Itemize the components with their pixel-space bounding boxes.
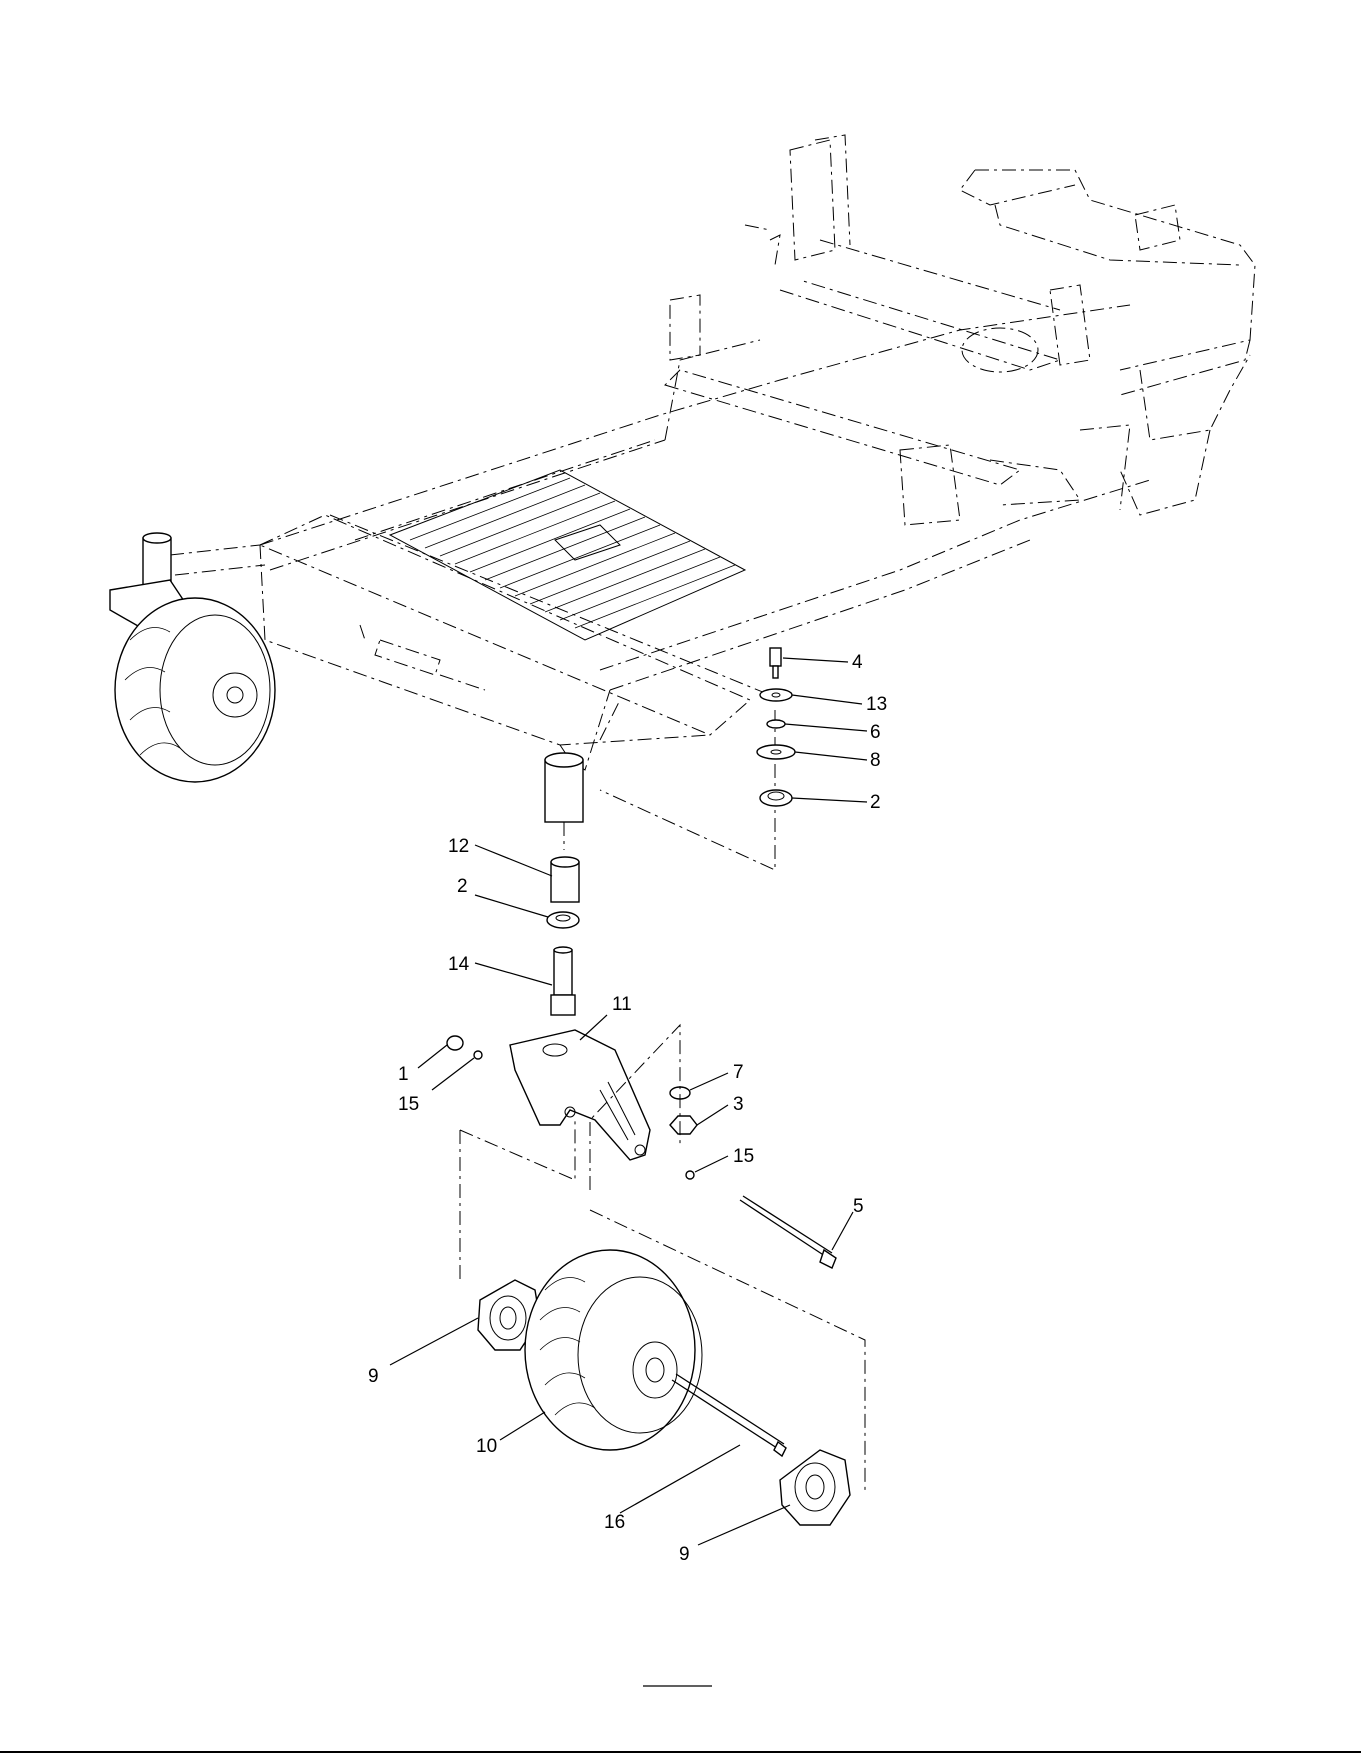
callout-13: 13 bbox=[866, 694, 887, 715]
callout-15-right: 15 bbox=[733, 1146, 754, 1167]
callout-15-left: 15 bbox=[398, 1094, 419, 1115]
callout-3: 3 bbox=[733, 1094, 744, 1115]
part-axle-bolt-5 bbox=[740, 1196, 836, 1268]
callout-5: 5 bbox=[853, 1196, 864, 1217]
part-caster-fork-11 bbox=[510, 1030, 650, 1160]
part-hub-cap-right bbox=[780, 1450, 850, 1525]
mower-frame bbox=[170, 135, 1255, 770]
part-nut-3 bbox=[670, 1116, 697, 1134]
part-washer-13 bbox=[760, 689, 792, 701]
floor-plate bbox=[390, 470, 745, 640]
part-bearing-top bbox=[760, 790, 792, 806]
callout-14: 14 bbox=[448, 954, 470, 975]
callout-7: 7 bbox=[733, 1062, 744, 1083]
callout-8: 8 bbox=[870, 750, 881, 771]
callout-10: 10 bbox=[476, 1436, 497, 1457]
callout-11: 11 bbox=[612, 994, 632, 1015]
callout-9-left: 9 bbox=[368, 1366, 379, 1387]
callout-6: 6 bbox=[870, 722, 881, 743]
part-spindle-14 bbox=[551, 947, 575, 1015]
callout-4: 4 bbox=[852, 652, 863, 673]
part-grease-fitting-left bbox=[474, 1051, 482, 1059]
assembly-centerline bbox=[564, 710, 775, 870]
part-nut-1 bbox=[447, 1036, 463, 1050]
part-spacer-12 bbox=[551, 857, 579, 902]
callout-9-right: 9 bbox=[679, 1544, 690, 1565]
callout-1: 1 bbox=[398, 1064, 409, 1085]
installed-caster-assembly bbox=[110, 533, 275, 782]
part-washer-8 bbox=[757, 745, 795, 759]
part-grease-fitting-right bbox=[686, 1171, 694, 1179]
callout-2-lower: 2 bbox=[457, 876, 468, 897]
part-wheel-10 bbox=[525, 1250, 702, 1450]
part-bolt bbox=[770, 648, 781, 678]
part-bearing-lower bbox=[547, 912, 579, 928]
frame-caster-tube bbox=[545, 753, 583, 822]
part-washer-6 bbox=[767, 720, 785, 728]
callout-12: 12 bbox=[448, 836, 469, 857]
callout-16: 16 bbox=[604, 1512, 625, 1533]
callout-2-upper: 2 bbox=[870, 792, 881, 813]
